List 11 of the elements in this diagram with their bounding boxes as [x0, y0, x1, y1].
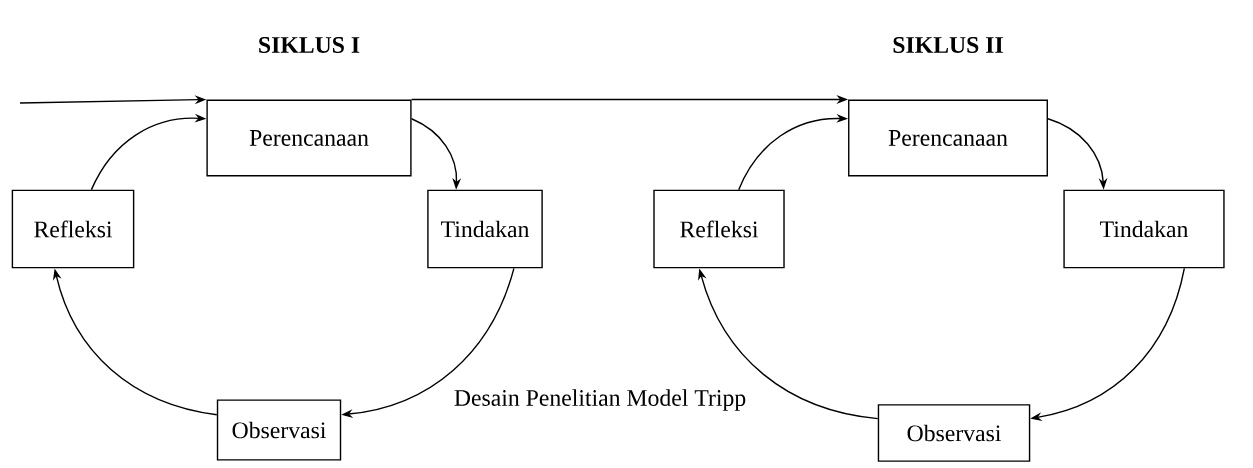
process-box: Observasi — [877, 404, 1031, 462]
cycle-heading: SIKLUS I — [259, 37, 360, 53]
caption-text: Desain Penelitian Model Tripp — [454, 389, 746, 411]
process-box: Tindakan — [427, 189, 543, 269]
cycle-heading: SIKLUS II — [893, 37, 1003, 53]
process-box: Perencanaan — [206, 99, 412, 177]
process-box: Perencanaan — [848, 99, 1048, 177]
process-box: Tindakan — [1063, 189, 1225, 269]
process-box: Observasi — [216, 399, 342, 461]
process-box: Refleksi — [653, 189, 785, 269]
process-box: Refleksi — [11, 189, 135, 269]
